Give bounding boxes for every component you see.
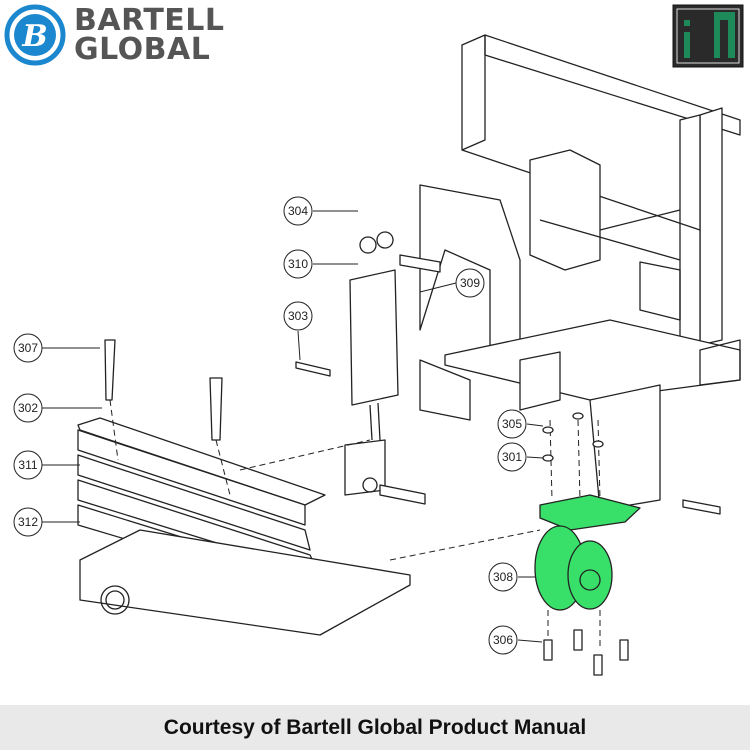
callout-311: 311 (13, 450, 80, 480)
callout-301: 301 (497, 442, 544, 472)
callout-number: 305 (502, 417, 522, 431)
callout-number: 310 (288, 257, 308, 271)
callout-number: 312 (18, 515, 38, 529)
callout-305: 305 (497, 409, 544, 439)
bartell-global-logo: B BARTELL GLOBAL (4, 4, 225, 66)
callout-306: 306 (488, 625, 543, 655)
callout-number: 303 (288, 309, 308, 323)
brand-line-1: BARTELL (74, 3, 225, 38)
callout-302: 302 (13, 393, 102, 423)
bartell-b-mark-icon: B (4, 4, 66, 66)
caster-bolts (542, 412, 629, 676)
callout-number: 306 (493, 633, 513, 647)
callout-310: 310 (283, 249, 358, 279)
hydraulic-cylinder (344, 231, 399, 496)
callout-312: 312 (13, 507, 80, 537)
counterweight-stack (77, 417, 411, 636)
aln-logo (672, 4, 744, 68)
callout-number: 304 (288, 204, 308, 218)
svg-text:B: B (21, 19, 47, 54)
callout-308: 308 (488, 562, 536, 592)
brand-line-2: GLOBAL (74, 32, 211, 67)
machine-frame (419, 34, 741, 511)
pins (104, 254, 721, 515)
callout-307: 307 (13, 333, 100, 363)
callout-number: 309 (460, 276, 480, 290)
callout-number: 308 (493, 570, 513, 584)
callout-309: 309 (419, 268, 485, 298)
callout-number: 301 (502, 450, 522, 464)
callout-number: 307 (18, 341, 38, 355)
caster-wheel (534, 494, 641, 611)
callout-number: 302 (18, 401, 38, 415)
callout-number: 311 (18, 458, 37, 472)
exploded-parts-diagram: 304 310 309 303 307 302 311 312 305 301 … (13, 34, 741, 676)
callout-303: 303 (283, 301, 313, 361)
callout-304: 304 (283, 196, 358, 226)
caption: Courtesy of Bartell Global Product Manua… (0, 705, 750, 750)
